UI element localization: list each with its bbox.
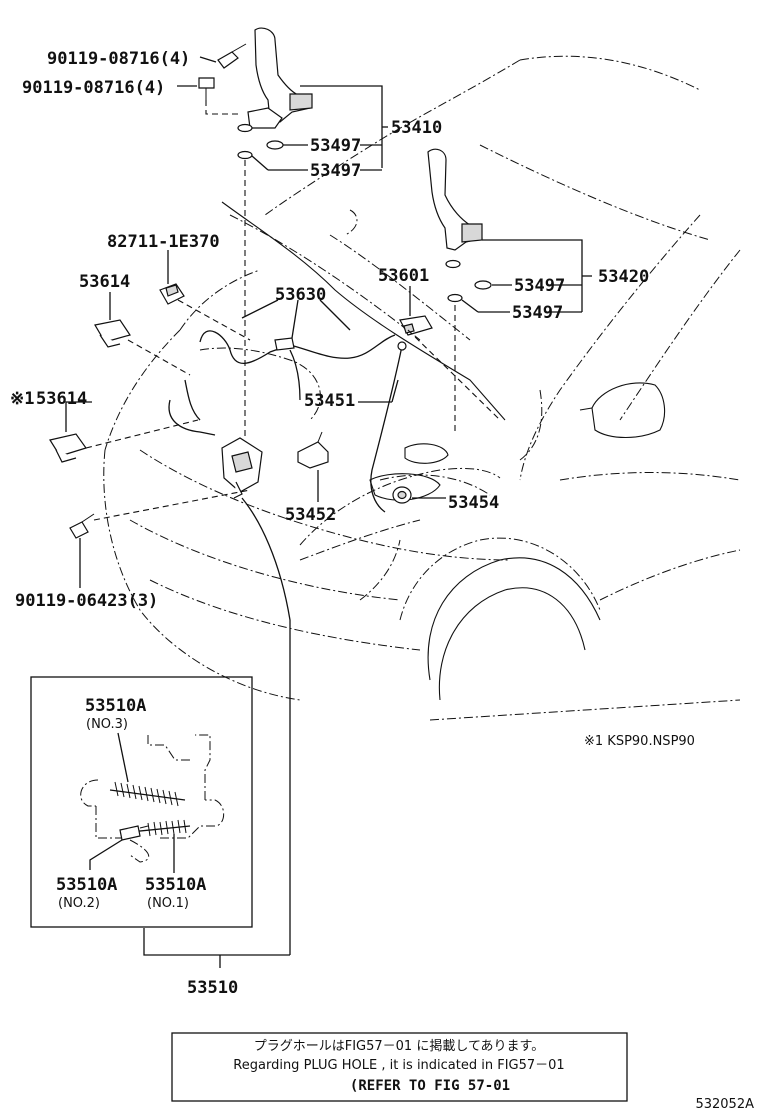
callout-cable: 53630 [275,285,326,305]
callout-labels: 90119-08716(4) 90119-08716(4) 53410 5349… [10,49,695,998]
callout-washer-lh-2: 53497 [310,161,361,181]
callout-lock-assy: 53452 [285,505,336,525]
bolt-icon-front [69,513,95,539]
note-line-ref: (REFER TO FIG 57-01 [350,1078,510,1094]
inset-part-left: 53510A [56,875,117,895]
callout-bolt-front: 90119-06423(3) [15,591,158,611]
callout-sensor: 82711-1E370 [107,232,220,252]
hood-hinge-lh [237,27,313,160]
rod-holder [392,486,412,504]
hood-support-rod [370,341,407,513]
bolt-icon-upper [198,43,247,100]
inset-part-right: 53510A [145,875,206,895]
callout-rod-holder: 53454 [448,493,499,513]
note-line-jp: プラグホールはFIG57－01 に掲載してあります。 [254,1038,545,1054]
callout-washer-rh-1: 53497 [514,276,565,296]
inset-part-left-sub: (NO.2) [58,896,100,911]
inset-lock-detail [30,676,253,928]
callout-cushion-left-variant: 53614 [36,389,87,409]
inset-part-top: 53510A [85,696,146,716]
hood-cushion-left-variant [49,433,87,463]
lock-bracket [297,431,329,469]
callout-cushion-left: 53614 [79,272,130,292]
footnote: ※1 KSP90.NSP90 [584,734,695,749]
callout-lock-set: 53510 [187,978,238,998]
callout-bolt-upper: 90119-08716(4) [47,49,190,69]
callout-bolt-lower: 90119-08716(4) [22,78,165,98]
hood-cushion-left [94,319,131,348]
callout-support-rod: 53451 [304,391,355,411]
leader-lines [65,56,592,968]
inset-part-top-sub: (NO.3) [86,717,128,732]
callout-hinge-lh: 53410 [391,118,442,138]
hood-sensor [159,283,185,305]
note-line-en: Regarding PLUG HOLE , it is indicated in… [233,1058,564,1073]
hood-hinge-rh [427,148,492,303]
hood-cushion-right [399,315,433,336]
hood-release-cable [168,330,396,436]
callout-washer-rh-2: 53497 [512,303,563,323]
callout-hinge-rh: 53420 [598,267,649,287]
figure-id: 532052A [695,1097,754,1112]
hood-lock [221,437,263,499]
car-body-outline [103,55,741,721]
callout-variant-mark: ※1 [10,389,34,409]
reference-note: プラグホールはFIG57－01 に掲載してあります。 Regarding PLU… [171,1032,628,1102]
inset-part-right-sub: (NO.1) [147,896,189,911]
callout-hood-cushion-right: 53601 [378,266,429,286]
callout-washer-lh-1: 53497 [310,136,361,156]
